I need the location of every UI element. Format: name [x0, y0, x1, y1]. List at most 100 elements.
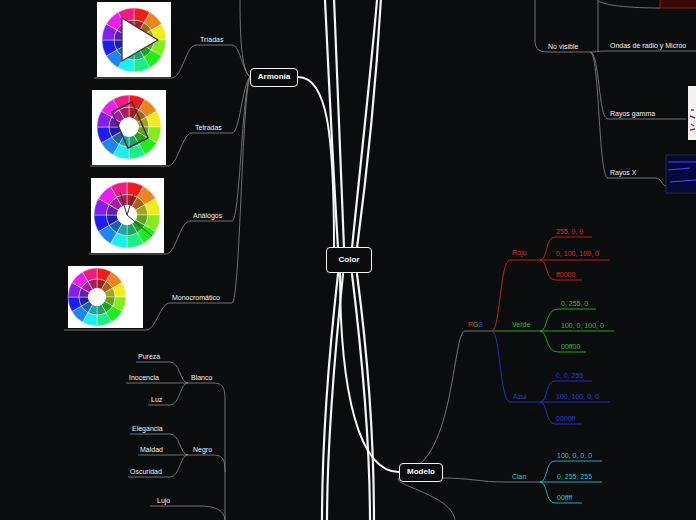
branch-label: 0, 100, 100, 0: [556, 249, 599, 258]
branch-label: Blanco: [191, 373, 212, 382]
branch-label: G: [473, 320, 478, 329]
topic-box: Armonía: [250, 68, 298, 87]
branch-label: 00ffff: [557, 493, 572, 502]
branch-label: Análogos: [193, 211, 222, 220]
map-stroke: [540, 260, 610, 261]
map-stroke: [148, 383, 188, 405]
map-stroke: [128, 455, 188, 477]
map-stroke: [188, 383, 225, 520]
map-stroke: [120, 192, 152, 236]
branch-label: 100, 0, 0, 0: [557, 451, 592, 460]
map-stroke: [540, 331, 586, 352]
branch-label: 0, 255, 0: [561, 299, 588, 308]
branch-label: 0000ff: [556, 414, 575, 423]
map-stroke: [688, 86, 696, 140]
branch-label: 0, 255, 255: [557, 472, 592, 481]
branch-connector: [340, 273, 399, 472]
map-stroke: [492, 331, 540, 402]
map-stroke: [357, 274, 374, 520]
map-stroke: [540, 482, 602, 483]
branch-label: Tríadas: [200, 35, 223, 44]
topic-text: Modelo: [407, 467, 435, 477]
map-stroke: [188, 455, 225, 472]
map-stroke: [598, 0, 660, 8]
map-stroke: [138, 455, 188, 456]
branch-label: Rayos X: [610, 168, 636, 177]
map-stroke: [97, 305, 106, 315]
branch-label: Negro: [193, 445, 212, 454]
branch-label: 100, 0, 100, 0: [561, 321, 604, 330]
map-stroke: [150, 506, 225, 520]
map-stroke: [68, 8, 166, 326]
map-stroke: [68, 266, 143, 328]
branch-label: 0, 0, 255: [556, 371, 583, 380]
map-stroke: [666, 155, 696, 193]
branch-label: Rayos gamma: [610, 109, 655, 118]
map-stroke: [97, 2, 171, 77]
map-stroke: [90, 77, 250, 166]
branch-label: Maldad: [140, 445, 163, 454]
topic-box: Color: [326, 247, 372, 273]
map-stroke: [79, 297, 89, 306]
map-stroke: [398, 478, 455, 520]
map-stroke: [127, 224, 137, 236]
map-stroke: [660, 0, 696, 8]
map-stroke: [89, 77, 250, 254]
topic-text: Armonía: [258, 72, 290, 82]
map-stroke: [122, 18, 158, 61]
branch-label: Oscuridad: [130, 467, 162, 476]
branch-connector: [298, 77, 334, 247]
map-stroke: [540, 482, 582, 503]
map-stroke: [590, 52, 666, 186]
branch-label: 100, 100, 0, 0: [556, 392, 599, 401]
map-stroke: [540, 402, 582, 424]
map-stroke: [105, 288, 115, 297]
map-stroke: [322, 274, 338, 520]
branch-label: Verde: [512, 320, 530, 329]
map-stroke: [357, 0, 381, 248]
branch-label: ff0000: [556, 270, 575, 279]
map-stroke: [492, 331, 540, 332]
map-stroke: [64, 0, 696, 520]
map-stroke: [540, 402, 610, 403]
map-stroke: [535, 0, 590, 52]
branch-label: Inocencia: [129, 373, 159, 382]
map-stroke: [492, 260, 540, 331]
branch-label: Azul: [513, 392, 527, 401]
map-stroke: [126, 383, 188, 384]
map-stroke: [119, 107, 129, 119]
map-stroke: [352, 0, 377, 248]
map-stroke: [107, 215, 119, 225]
branch-label: Ondas de radio y Microo: [610, 41, 686, 50]
map-stroke: [690, 110, 695, 130]
map-stroke: [540, 260, 582, 280]
branch-label: Elegancia: [132, 424, 163, 433]
map-stroke: [492, 237, 614, 503]
map-stroke: [88, 288, 105, 305]
branch-label: 00ff00: [561, 342, 580, 351]
map-stroke: [668, 162, 696, 182]
map-stroke: [598, 0, 599, 52]
branch-label: R: [468, 320, 473, 329]
map-stroke: [240, 0, 250, 77]
map-stroke: [590, 51, 696, 52]
map-stroke: [540, 461, 602, 482]
map-stroke: [88, 279, 97, 289]
branch-label: No visible: [548, 42, 578, 51]
map-stroke: [334, 0, 344, 248]
branch-label: Luz: [151, 395, 162, 404]
map-stroke: [92, 90, 166, 165]
map-stroke: [136, 205, 148, 215]
branch-label: Cian: [512, 472, 526, 481]
branch-label: B: [479, 320, 484, 329]
branch-label: Lujo: [157, 496, 170, 505]
branch-label: Rojo: [512, 248, 526, 257]
map-stroke: [322, 0, 381, 520]
branch-label: Tetradas: [195, 123, 222, 132]
map-stroke: [540, 331, 614, 332]
map-stroke: [64, 77, 250, 330]
map-stroke: [91, 178, 164, 253]
map-stroke: [112, 102, 148, 148]
branch-label: Monocromático: [172, 293, 220, 302]
